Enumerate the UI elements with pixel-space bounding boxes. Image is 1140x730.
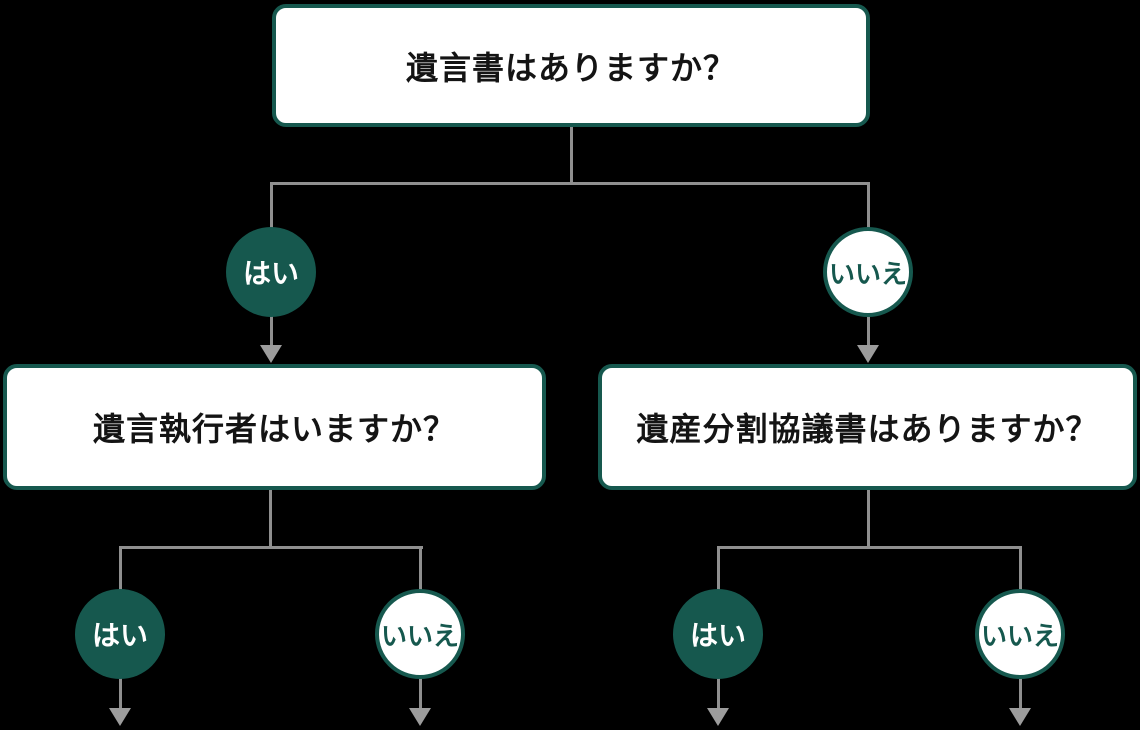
arrow-down-icon [857,345,879,363]
answer-badge-agreement-yes: はい [673,589,763,679]
answer-badge-executor-yes: はい [75,589,165,679]
question-node-executor: 遺言執行者はいますか？ [3,364,546,490]
answer-badge-agreement-no-label: いいえ [980,621,1059,652]
question-node-agreement-label: 遺産分割協議書はありますか？ [636,410,1099,448]
arrow-down-icon [1009,708,1031,726]
connector-right-no-drop [1019,546,1022,594]
arrow-down-icon [260,345,282,363]
connector-exit-left-no [419,677,422,710]
connector-exit-left-yes [119,677,122,710]
connector-yes-to-left-box [270,315,273,348]
answer-badge-executor-no: いいえ [375,589,465,679]
connector-right-rail [717,546,1022,549]
answer-badge-root-no-label: いいえ [828,259,907,290]
connector-no-to-right-box [867,315,870,348]
question-node-root: 遺言書はありますか？ [272,4,870,127]
connector-right-box-stem [867,490,870,548]
connector-right-yes-drop [717,546,720,594]
question-node-agreement: 遺産分割協議書はありますか？ [598,364,1137,490]
answer-badge-executor-no-label: いいえ [380,621,459,652]
question-node-root-label: 遺言書はありますか？ [405,48,736,87]
answer-badge-executor-yes-label: はい [91,619,148,652]
connector-left-rail [119,546,423,549]
answer-badge-root-no: いいえ [823,227,913,317]
connector-left-yes-drop [119,546,122,594]
connector-exit-right-yes [717,677,720,710]
connector-top-no-drop [867,182,870,234]
connector-root-stem [570,127,573,183]
answer-badge-agreement-yes-label: はい [689,619,746,652]
connector-exit-right-no [1019,677,1022,710]
arrow-down-icon [707,708,729,726]
question-node-executor-label: 遺言執行者はいますか？ [92,410,456,448]
answer-badge-agreement-no: いいえ [975,589,1065,679]
connector-left-box-stem [269,490,272,548]
connector-top-rail [271,182,870,185]
answer-badge-root-yes: はい [226,227,316,317]
connector-left-no-drop [419,546,422,594]
connector-top-yes-drop [270,182,273,234]
answer-badge-root-yes-label: はい [242,257,299,290]
arrow-down-icon [109,708,131,726]
arrow-down-icon [409,708,431,726]
